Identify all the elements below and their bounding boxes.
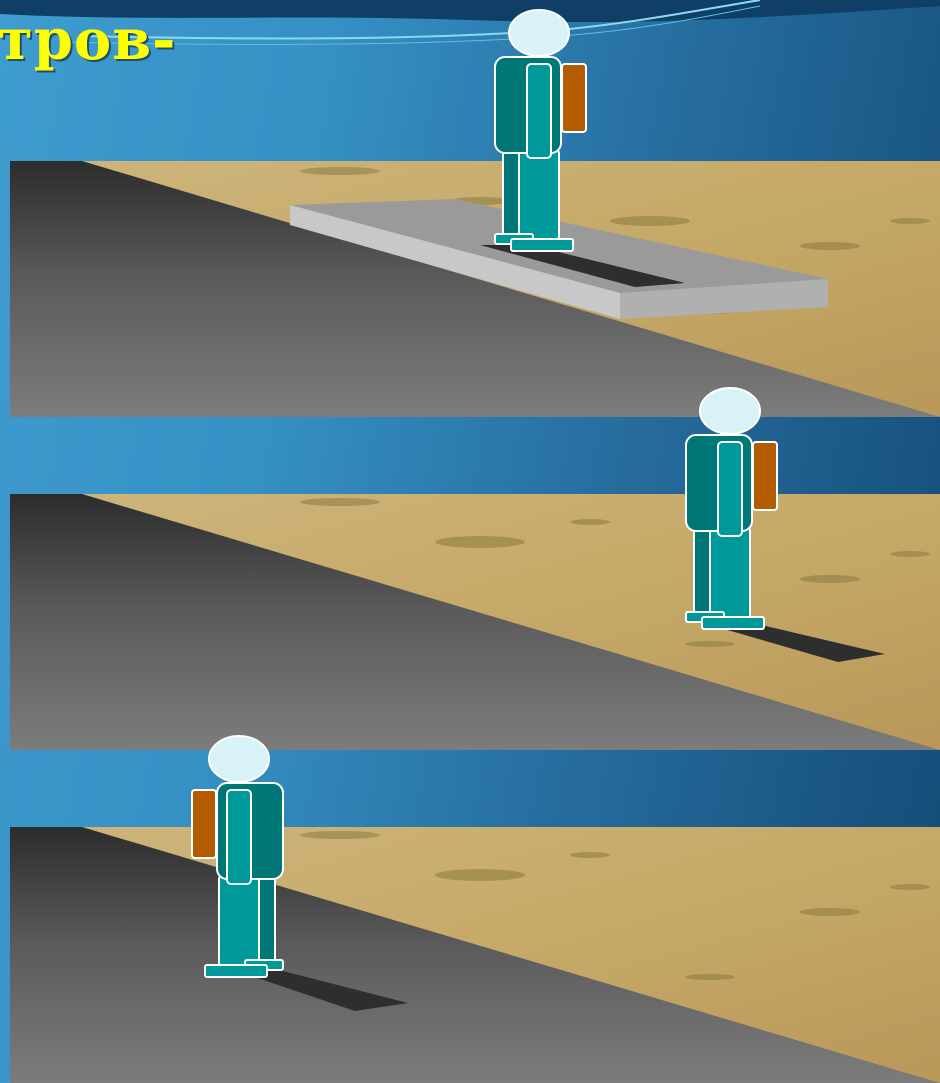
scene-safety-island	[10, 161, 940, 417]
pedestrian-figure-3	[175, 735, 285, 995]
pedestrian-figure-2	[686, 387, 786, 647]
slide-title: тров-	[0, 12, 176, 68]
scene-3-drawing	[10, 827, 940, 1083]
scene-1-drawing	[10, 161, 940, 417]
scene-roadside	[10, 494, 940, 750]
scene-2-drawing	[10, 494, 940, 750]
scene-road-edge	[10, 827, 940, 1083]
pedestrian-figure-1	[495, 9, 595, 269]
